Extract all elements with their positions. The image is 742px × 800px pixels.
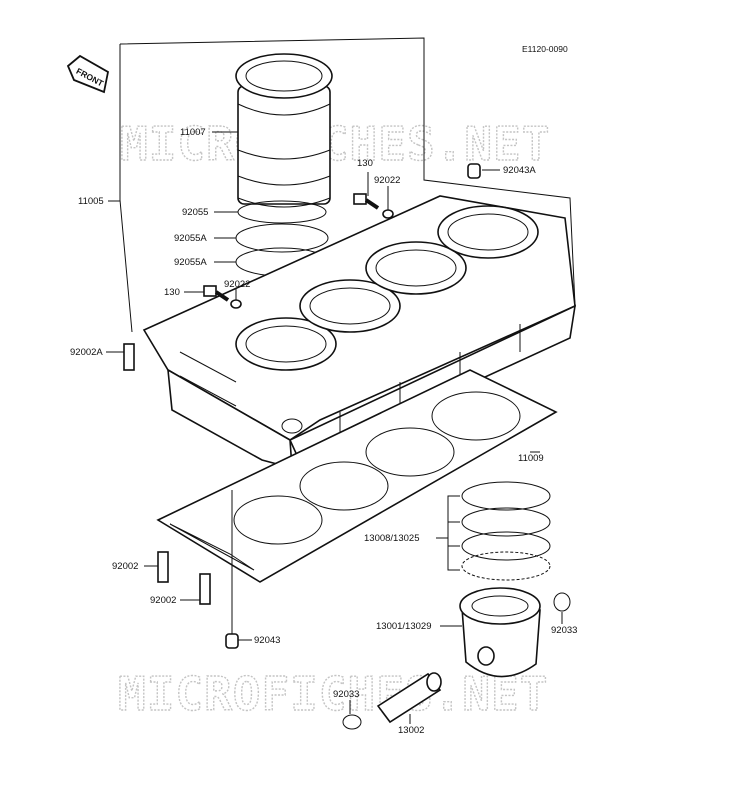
label-13001-13029: 13001/13029 — [376, 621, 431, 632]
label-92022-upper: 92022 — [374, 175, 400, 186]
label-92022-lower: 92022 — [224, 279, 250, 290]
label-92043a: 92043A — [503, 165, 536, 176]
piston-rings — [461, 481, 551, 581]
stud-92002-left — [157, 551, 169, 583]
label-11009: 11009 — [518, 453, 544, 464]
label-130-upper: 130 — [357, 158, 373, 169]
label-92055a-2: 92055A — [174, 257, 207, 268]
label-130-lower: 130 — [164, 287, 180, 298]
label-92002-left: 92002 — [112, 561, 138, 572]
label-92055a-1: 92055A — [174, 233, 207, 244]
label-92033-left: 92033 — [333, 689, 359, 700]
label-11007: 11007 — [180, 127, 206, 138]
label-13002: 13002 — [398, 725, 424, 736]
piston — [459, 587, 541, 678]
label-11005: 11005 — [78, 196, 104, 207]
bolt-130-upper — [353, 193, 394, 219]
watermark-bottom: MICROFICHES.NET — [118, 667, 548, 721]
circlip-right — [553, 592, 571, 612]
label-92055: 92055 — [182, 207, 208, 218]
piston-pin — [376, 672, 442, 724]
part-labels: 11007 11005 130 92022 92043A 92055 92055… — [70, 127, 577, 736]
watermark-top: MICROFICHES.NET — [120, 117, 550, 171]
bolt-130-lower — [203, 285, 242, 309]
label-92002a: 92002A — [70, 347, 103, 358]
dowel-92043a — [467, 163, 481, 179]
label-92043: 92043 — [254, 635, 280, 646]
label-92002-right: 92002 — [150, 595, 176, 606]
stud-92002a — [123, 343, 135, 371]
dowel-92043 — [225, 633, 239, 649]
head-gasket — [156, 369, 558, 583]
front-arrow-icon: FRONT — [66, 54, 110, 94]
circlip-left — [342, 714, 362, 730]
stud-92002-right — [199, 573, 211, 605]
label-92033-right: 92033 — [551, 625, 577, 636]
label-13008-13025: 13008/13025 — [364, 533, 419, 544]
leader-lines — [106, 131, 563, 724]
cylinder-liner — [235, 53, 333, 208]
drawing-code: E1120-0090 — [522, 44, 568, 54]
cylinder-assembly-bracket — [119, 37, 576, 333]
